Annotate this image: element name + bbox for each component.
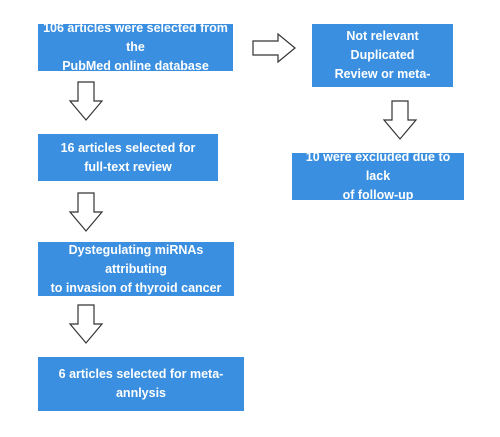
box-meta-analysis-selected-label: 6 articles selected for meta-annlysis [58, 367, 224, 400]
box-meta-analysis-selected: 6 articles selected for meta-annlysis [38, 357, 244, 411]
box-articles-selected-pubmed-label: 106 articles were selected from the PubM… [43, 21, 228, 73]
arrow-down-icon [68, 304, 104, 344]
box-full-text-review: 16 articles selected for full-text revie… [38, 134, 218, 181]
arrow-down-icon [382, 100, 418, 140]
arrow-right-icon [252, 32, 296, 64]
box-dysregulating-mirnas-label: Dystegulating miRNAs attributing to inva… [50, 242, 222, 295]
box-full-text-review-label: 16 articles selected for full-text revie… [60, 140, 196, 174]
box-excluded-not-relevant: 90 were excluded : Not relevant Duplicat… [312, 10, 453, 100]
box-excluded-not-relevant-label: 90 were excluded : Not relevant Duplicat… [326, 10, 439, 100]
box-excluded-follow-up-label: 10 were excluded due to lack of follow-u… [305, 150, 451, 202]
box-dysregulating-mirnas: Dystegulating miRNAs attributing to inva… [38, 242, 234, 296]
arrow-down-icon [68, 192, 104, 232]
box-articles-selected-pubmed: 106 articles were selected from the PubM… [38, 21, 233, 73]
arrow-down-icon [68, 81, 104, 121]
box-excluded-follow-up: 10 were excluded due to lack of follow-u… [292, 150, 464, 202]
